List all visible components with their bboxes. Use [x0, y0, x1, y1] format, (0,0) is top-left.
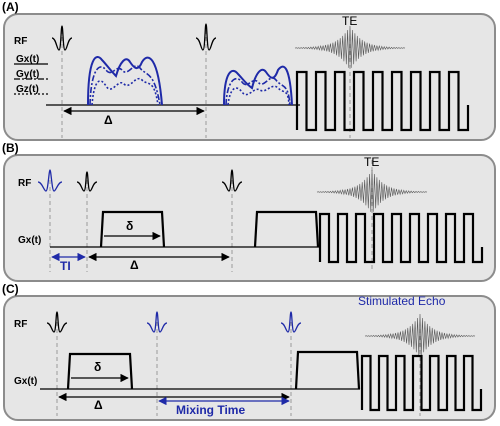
panel-c-rf-label: RF	[14, 319, 27, 330]
diffusion-gradient-lobe-2	[223, 65, 293, 106]
panel-c-small-delta-label: δ	[94, 360, 101, 374]
gz-curve-2	[227, 85, 290, 106]
diffusion-gradient-lobe-1	[87, 56, 163, 106]
panel-c-delta-label: Δ	[94, 398, 103, 412]
rf-pulse-90-icon	[51, 25, 73, 51]
panel-c-stimulated-echo-label: Stimulated Echo	[358, 294, 446, 308]
panel-c-echo-icon	[364, 313, 476, 356]
panel-a-echo-icon	[294, 25, 406, 68]
panel-b-epi-readout	[318, 212, 484, 264]
panel-a-gy-label: Gy(t)	[16, 69, 39, 80]
rf-pulse-180-icon	[221, 169, 243, 192]
panel-c-gx-label: Gx(t)	[14, 376, 37, 387]
panel-c-epi-readout	[360, 354, 483, 412]
panel-a-delta-label: Δ	[104, 113, 113, 127]
diffusion-gradient-1	[66, 352, 134, 390]
panel-c: (C) RF Gx(t) δ Δ Mixing Time Stimulated …	[2, 282, 496, 421]
panel-a-rf-label: RF	[14, 36, 27, 47]
panel-b-rf-label: RF	[18, 178, 31, 189]
panel-a-gx-label: Gx(t)	[16, 54, 39, 65]
panel-a-epi-readout	[295, 70, 470, 132]
rf-pulse-90-icon	[76, 171, 98, 192]
panel-b-small-delta-label: δ	[126, 219, 133, 233]
rf-inversion-pulse-icon	[37, 169, 63, 192]
panel-c-mixing-label: Mixing Time	[176, 403, 245, 417]
panel-b-letter: (B)	[2, 141, 19, 155]
diffusion-gradient-1	[99, 210, 166, 248]
panel-b-ti-label: TI	[60, 259, 71, 273]
diffusion-gradient-2	[253, 210, 320, 248]
panel-a-letter: (A)	[2, 0, 19, 14]
panel-a: (A) RF Gx(t) Gy(t) Gz(t) Δ TE	[2, 0, 496, 141]
rf-pulse-180-icon	[195, 23, 217, 51]
diffusion-gradient-2	[294, 350, 361, 390]
rf-pulse-90-1-icon	[46, 311, 68, 333]
rf-pulse-90-2-icon	[146, 311, 168, 333]
gy-curve-1	[89, 65, 161, 106]
rf-pulse-90-3-icon	[280, 311, 302, 333]
panel-c-letter: (C)	[2, 282, 19, 296]
gx-curve-1	[87, 56, 163, 106]
panel-b: (B) RF Gx(t) δ Δ TI TE	[2, 141, 496, 282]
gx-curve-2	[223, 65, 293, 106]
gy-curve-2	[225, 77, 291, 106]
panel-b-delta-label: Δ	[130, 258, 139, 272]
panel-a-te-label: TE	[342, 14, 357, 28]
panel-a-gz-label: Gz(t)	[16, 84, 39, 95]
panel-b-gx-label: Gx(t)	[18, 235, 41, 246]
panel-b-echo-icon	[316, 169, 428, 212]
panel-b-te-label: TE	[364, 155, 379, 169]
